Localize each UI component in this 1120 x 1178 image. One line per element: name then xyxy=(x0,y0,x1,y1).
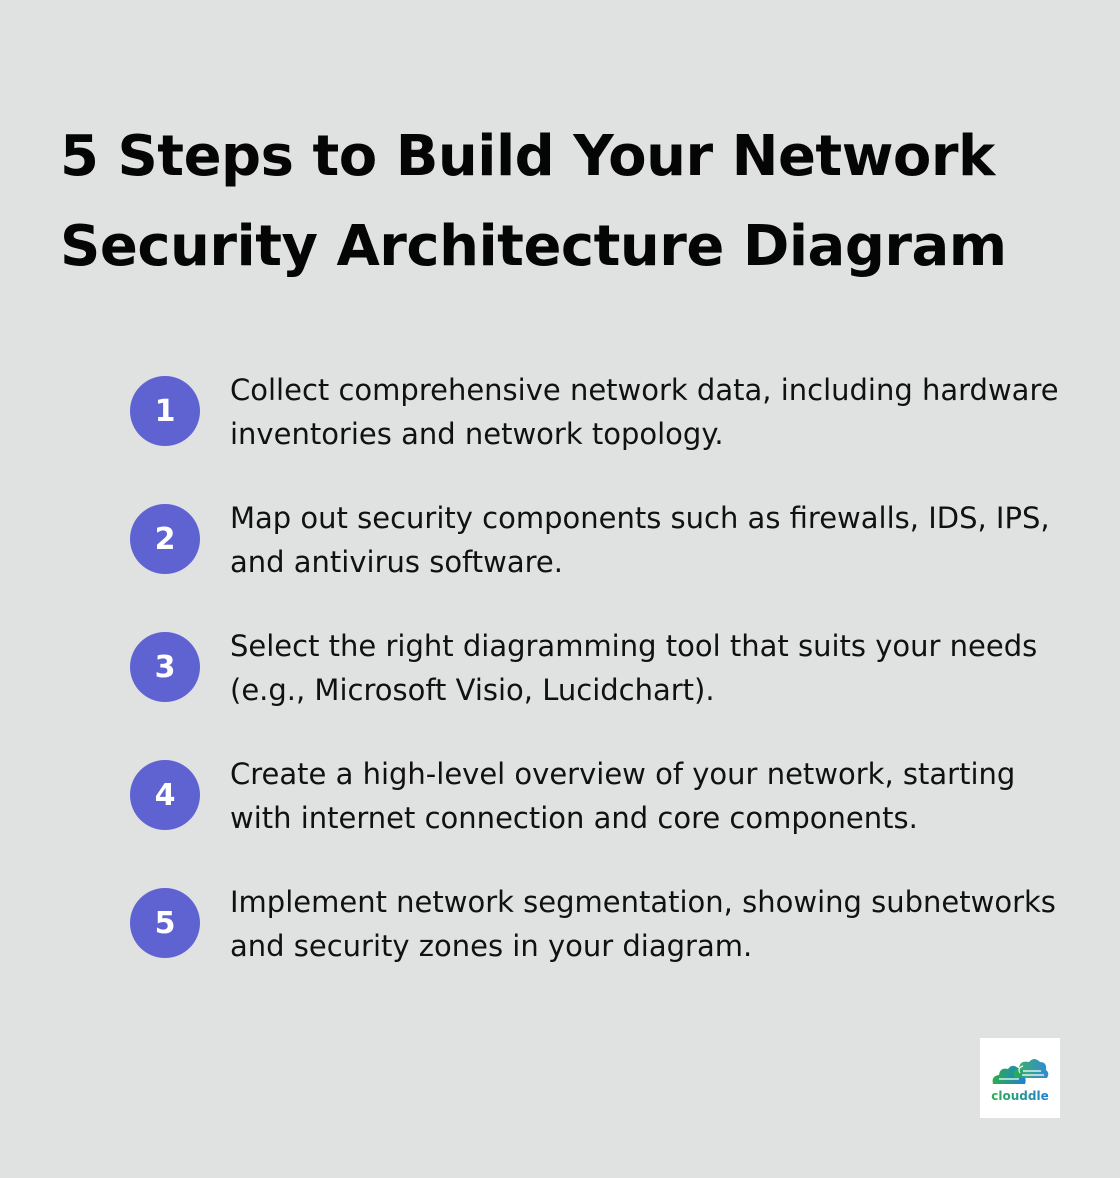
step-item: 4 Create a high-level overview of your n… xyxy=(130,752,1070,880)
step-text: Select the right diagramming tool that s… xyxy=(230,629,1038,707)
step-text: Create a high-level overview of your net… xyxy=(230,757,1016,835)
steps-list: 1 Collect comprehensive network data, in… xyxy=(130,368,1070,1008)
step-number-badge: 3 xyxy=(130,632,200,702)
step-number-badge: 2 xyxy=(130,504,200,574)
step-text: Implement network segmentation, showing … xyxy=(230,885,1056,963)
step-number-badge: 1 xyxy=(130,376,200,446)
title-line-2: Security Architecture Diagram xyxy=(60,214,1007,279)
step-text: Map out security components such as fire… xyxy=(230,501,1050,579)
step-item: 1 Collect comprehensive network data, in… xyxy=(130,368,1070,496)
step-number-badge: 4 xyxy=(130,760,200,830)
page-title: 5 Steps to Build Your Network Security A… xyxy=(60,112,1080,292)
step-item: 5 Implement network segmentation, showin… xyxy=(130,880,1070,1008)
brand-logo: clouddle xyxy=(980,1038,1060,1118)
step-item: 2 Map out security components such as fi… xyxy=(130,496,1070,624)
cloud-icon xyxy=(992,1058,1049,1084)
step-item: 3 Select the right diagramming tool that… xyxy=(130,624,1070,752)
title-line-1: 5 Steps to Build Your Network xyxy=(60,124,995,189)
step-text: Collect comprehensive network data, incl… xyxy=(230,373,1059,451)
logo-text: clouddle xyxy=(991,1088,1049,1103)
step-number-badge: 5 xyxy=(130,888,200,958)
